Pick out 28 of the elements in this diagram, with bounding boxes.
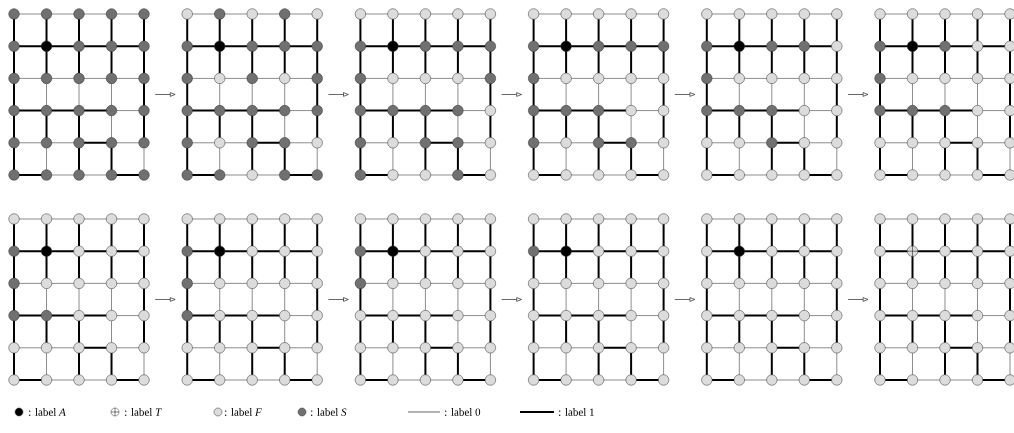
arrow [847, 92, 869, 97]
legend-label: : label F [225, 408, 262, 416]
grid-drawing [8, 213, 150, 386]
arrow [847, 297, 869, 302]
legend-label: : label 0 [445, 408, 481, 416]
arrow [328, 92, 349, 97]
arrow [501, 92, 522, 97]
grid-drawing [8, 8, 150, 181]
arrow [674, 297, 696, 302]
legend-label: : label S [311, 408, 347, 416]
grid-drawing [874, 8, 1014, 181]
arrow [674, 92, 696, 97]
grid-drawing [181, 8, 323, 181]
grid-drawing [528, 213, 670, 386]
grid-drawing [354, 8, 496, 181]
arrow [328, 297, 349, 302]
grid-drawing [528, 8, 670, 181]
legend-label: : label 1 [559, 408, 594, 416]
grid-drawing [874, 213, 1014, 386]
arrow [501, 297, 522, 302]
grid-drawing [701, 8, 843, 181]
legend-label: : label T [125, 408, 162, 416]
arrow [154, 92, 176, 97]
grid-drawing [181, 213, 323, 386]
grid-drawing [354, 213, 496, 386]
arrow [154, 297, 176, 302]
grid-drawing [701, 213, 843, 386]
legend-label: : label A [29, 408, 66, 416]
